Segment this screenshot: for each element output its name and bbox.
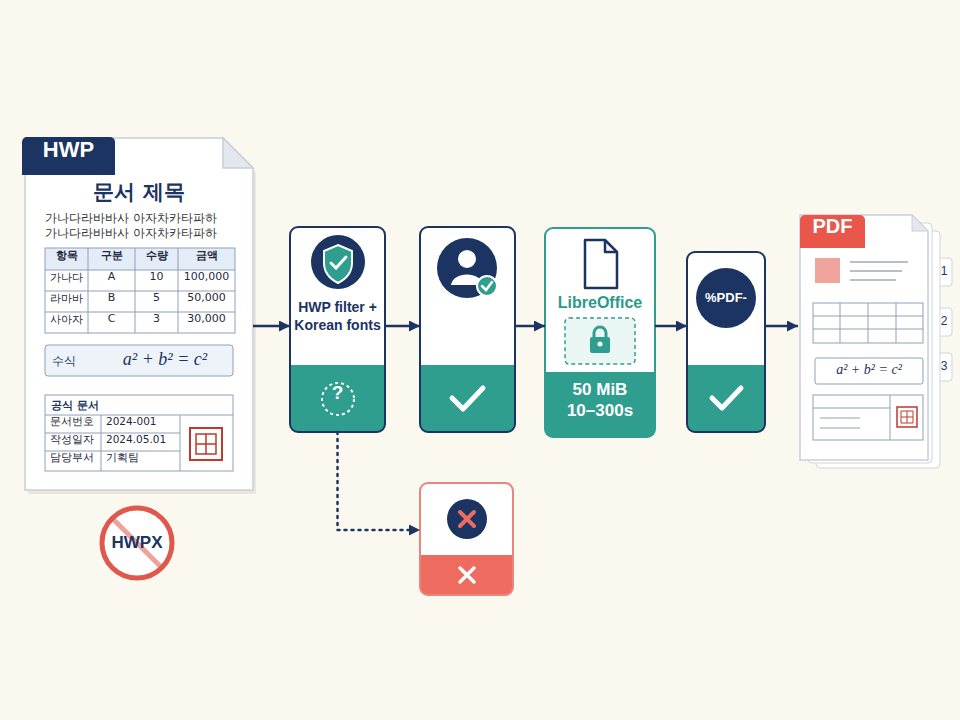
- node-text: 가나다라바바사 아자차카타파하: [45, 225, 217, 242]
- form-cell: 문서번호: [50, 415, 100, 433]
- official-box: 공식 문서문서번호 2024-001 작성일자 2024.05.01 담당부서 기획팀: [45, 395, 233, 471]
- table-header-cell: 금액: [178, 248, 235, 270]
- node-text: a² + b² = c²: [815, 362, 923, 378]
- failure-connector: [338, 432, 421, 530]
- table-cell: 사아자: [45, 312, 88, 333]
- table-cell: B: [88, 291, 135, 312]
- node-text: %PDF-: [687, 290, 765, 305]
- process-step: HWP filter + Korean fonts?: [290, 227, 385, 432]
- node-text: HWPX: [100, 533, 174, 553]
- flow-arrow: [385, 325, 420, 328]
- table-cell: A: [88, 270, 135, 291]
- table-cell: 50,000: [178, 291, 235, 312]
- node-text: a² + b² = c²: [105, 349, 225, 370]
- process-step: %PDF-: [687, 252, 765, 432]
- pdf-output: PDF123a² + b² = c²: [798, 212, 938, 464]
- process-step: [420, 227, 515, 432]
- formula-box: [45, 345, 233, 376]
- pdf-stack: [800, 215, 952, 468]
- table-grid: [45, 248, 235, 333]
- node-text: 50 MiB 10–300s: [545, 379, 655, 422]
- form-cell: 담당부서: [50, 451, 100, 471]
- node-text: HWP filter + Korean fonts: [292, 299, 383, 334]
- table-header-cell: 항목: [45, 248, 88, 270]
- node-text: ?: [290, 382, 385, 416]
- step-card: [420, 227, 515, 432]
- step-card: [545, 228, 655, 437]
- hwp-document-shape: [25, 138, 256, 494]
- node-text: 공식 문서: [51, 398, 99, 413]
- node-text: 수식: [52, 353, 76, 370]
- flow-arrow: [765, 325, 798, 328]
- table-cell: 5: [135, 291, 178, 312]
- node-text: 문서 제목: [25, 178, 253, 206]
- official-box: [45, 395, 233, 471]
- table-header-cell: 구분: [88, 248, 135, 270]
- prohibited-format: HWPX: [100, 506, 174, 580]
- node-text: PDF: [800, 215, 865, 248]
- document: 수식 a² + b² = c² 공식 문서문서번호 2024-001 작성일자 2024.…: [25, 138, 253, 490]
- node-text: 1: [936, 264, 952, 278]
- table-cell: 가나다: [45, 270, 88, 291]
- fail-card: [420, 483, 513, 595]
- table-cell: 라마바: [45, 291, 88, 312]
- node-text: 가나다라바바사 아자차카타파하: [45, 210, 217, 227]
- node-text: 2: [936, 314, 952, 328]
- table-cell: 3: [135, 312, 178, 333]
- form-cell: 기획팀: [106, 451, 179, 471]
- node-text: LibreOffice: [545, 294, 655, 312]
- table-cell: 100,000: [178, 270, 235, 291]
- form-cell: 2024.05.01: [106, 433, 179, 451]
- table-cell: 10: [135, 270, 178, 291]
- step-card: [687, 252, 765, 432]
- node-text: HWP: [22, 137, 115, 175]
- flow-arrow: [515, 325, 545, 328]
- table-header-cell: 수량: [135, 248, 178, 270]
- failure-box: [420, 483, 513, 595]
- table-cell: C: [88, 312, 135, 333]
- stamp: [190, 428, 222, 460]
- process-step: LibreOffice 50 MiB 10–300s: [545, 228, 655, 437]
- flow-arrow: [253, 325, 290, 328]
- step-card: [290, 227, 385, 432]
- node-text: 3: [936, 359, 952, 373]
- form-cell: 2024-001: [106, 415, 179, 433]
- formula-box: 수식 a² + b² = c²: [45, 345, 233, 376]
- table-cell: 30,000: [178, 312, 235, 333]
- flow-arrow: [655, 325, 687, 328]
- form-cell: 작성일자: [50, 433, 100, 451]
